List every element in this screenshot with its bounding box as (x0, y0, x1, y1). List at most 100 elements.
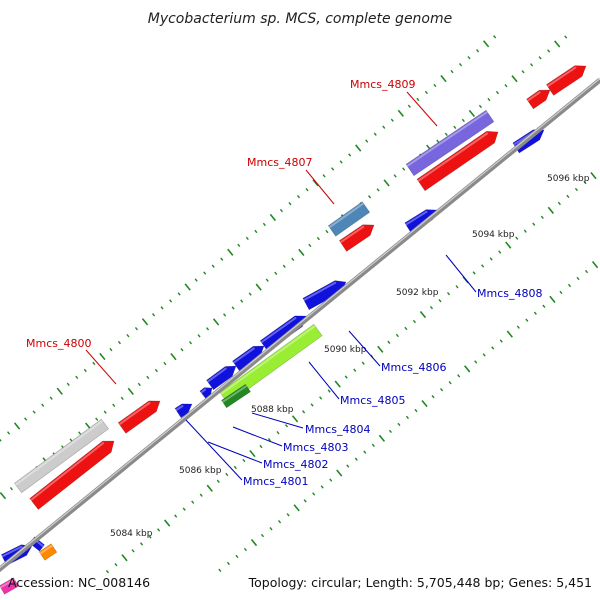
scale-tick (368, 195, 372, 199)
scale-tick (457, 374, 461, 378)
scale-tick (319, 396, 323, 400)
scale-tick (515, 236, 519, 240)
scale-tick (141, 318, 149, 326)
gene-mmcs-4807b-highlight (339, 225, 365, 244)
scale-tick (182, 507, 186, 511)
scale-tick (498, 250, 502, 254)
genome-backbone-highlight (0, 78, 600, 569)
scale-tick (139, 542, 144, 546)
scale-tick (499, 339, 503, 343)
scale-tick (95, 417, 99, 421)
scale-tick (440, 388, 444, 392)
scale-tick (316, 236, 320, 241)
scale-tick (163, 519, 171, 527)
gene-mmcs-4805b (221, 383, 251, 409)
scale-tick (148, 535, 152, 539)
scale-tick (205, 327, 210, 331)
scale-tick (296, 195, 301, 199)
scale-tick (109, 347, 113, 352)
gene-label-mmcs-4809: Mmcs_4809 (350, 78, 415, 91)
scale-tick (429, 305, 434, 310)
scale-tick (303, 499, 307, 503)
scale-tick (382, 125, 386, 129)
scale-tick (7, 431, 11, 435)
gene-mmcs-4812-highlight (546, 66, 577, 88)
scale-tick (482, 40, 490, 48)
scale-tick (348, 153, 352, 157)
scale-tick (174, 514, 178, 518)
scale-tick (559, 290, 563, 295)
leader-line-4808 (445, 254, 477, 293)
scale-tick (583, 180, 587, 185)
scale-tick (482, 353, 486, 357)
scale-tick (305, 188, 309, 192)
scale-tick (9, 486, 13, 491)
gene-mmcs-4798-highlight (30, 441, 105, 501)
scale-tick (121, 554, 128, 562)
scale-tick (521, 70, 525, 74)
scale-tick (554, 40, 561, 48)
scale-tick (395, 333, 399, 338)
scale-tick (461, 118, 465, 123)
scale-tick (476, 49, 480, 53)
scale-tick (495, 90, 500, 95)
scale-tick (416, 97, 420, 102)
scale-tick (231, 306, 235, 310)
gene-mmcs-4809 (405, 109, 495, 177)
scale-tick (549, 295, 556, 303)
gene-label-mmcs-4803: Mmcs_4803 (283, 441, 348, 454)
scale-tick (387, 340, 391, 345)
gene-mmcs-4802-highlight (233, 347, 255, 364)
scale-tick (286, 513, 290, 517)
scale-tick (235, 554, 239, 559)
leader-line-4804 (251, 412, 304, 429)
gene-bottom-blue-highlight (1, 545, 23, 558)
scale-tick (390, 118, 394, 122)
scale-tick (346, 464, 350, 468)
scale-tick (523, 229, 527, 233)
scale-tick (436, 139, 440, 143)
scale-label-5086: 5086 kbp (179, 466, 222, 476)
gene-mmcs-4807-highlight (328, 202, 364, 229)
scale-tick (269, 213, 277, 222)
scale-tick (547, 206, 555, 214)
scale-tick (377, 345, 384, 353)
scale-tick (450, 69, 454, 74)
scale-tick (373, 132, 377, 136)
scale-tick (265, 278, 269, 282)
scale-tick (56, 387, 63, 395)
scale-tick (516, 325, 520, 329)
scale-tick (576, 276, 580, 281)
scale-tick (191, 500, 195, 504)
genome-backbone (0, 78, 600, 573)
scale-tick (41, 403, 45, 407)
scale-tick (260, 533, 265, 538)
scale-tick (206, 484, 213, 492)
gene-bottom-magenta (0, 577, 19, 595)
gene-mmcs-4807 (327, 201, 371, 237)
scale-tick (24, 417, 28, 421)
scale-tick (538, 56, 542, 60)
gene-mmcs-4811 (526, 89, 551, 110)
scale-tick (293, 504, 300, 512)
scale-tick (245, 236, 249, 241)
scale-tick (75, 375, 79, 380)
scale-tick (511, 75, 518, 83)
scale-tick (249, 449, 256, 458)
scale-tick (220, 257, 224, 261)
scale-tick (0, 492, 7, 500)
scale-tick (412, 319, 416, 324)
scale-tick (284, 424, 289, 428)
leader-line-4809 (406, 91, 438, 127)
scale-tick (184, 283, 191, 291)
topology-text: Topology: circular; Length: 5,705,448 bp… (248, 575, 592, 590)
scale-tick (291, 257, 295, 262)
gene-mmcs-4803 (259, 315, 307, 352)
scale-tick (407, 104, 411, 109)
scale-tick (78, 431, 82, 435)
scale-tick (491, 346, 495, 350)
leader-line-4807 (305, 169, 335, 205)
scale-tick (242, 458, 246, 463)
scale-tick (564, 35, 568, 39)
scale-tick (169, 299, 173, 303)
